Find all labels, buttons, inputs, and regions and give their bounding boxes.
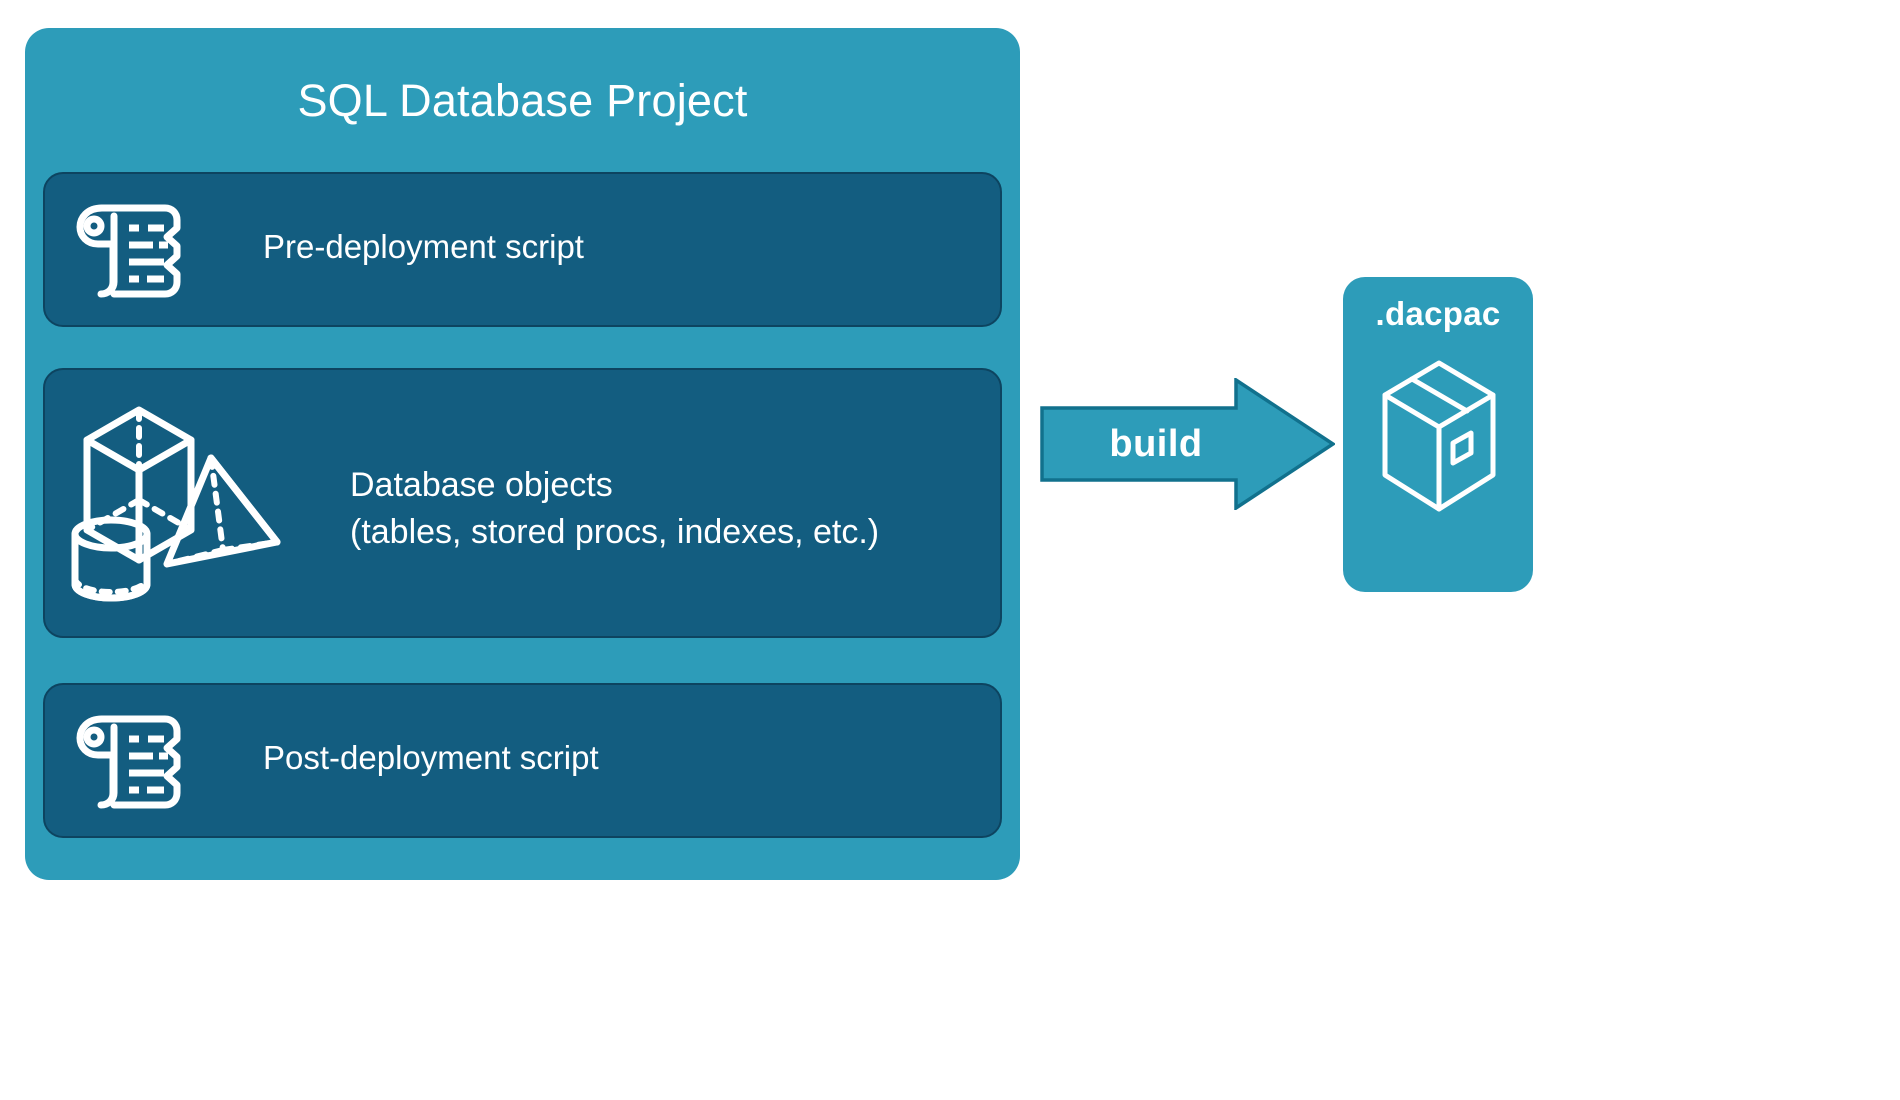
package-box-icon (1379, 353, 1499, 521)
build-arrow (1040, 376, 1337, 512)
database-objects-label: Database objects (tables, stored procs, … (350, 466, 880, 551)
pre-deployment-script-row[interactable]: Pre-deployment script (43, 172, 1002, 327)
dacpac-output-card[interactable]: .dacpac (1343, 277, 1533, 592)
3d-shapes-icon (63, 392, 313, 620)
dacpac-title: .dacpac (1375, 295, 1501, 332)
sql-database-project-card: SQL Database Project (25, 28, 1020, 880)
post-deployment-script-label: Post-deployment script (263, 739, 599, 776)
scroll-icon (69, 194, 189, 306)
database-objects-row[interactable]: Database objects (tables, stored procs, … (43, 368, 1002, 638)
scroll-icon (69, 705, 189, 817)
post-deployment-script-row[interactable]: Post-deployment script (43, 683, 1002, 838)
pre-deployment-script-label: Pre-deployment script (263, 228, 584, 265)
project-title: SQL Database Project (297, 75, 748, 126)
